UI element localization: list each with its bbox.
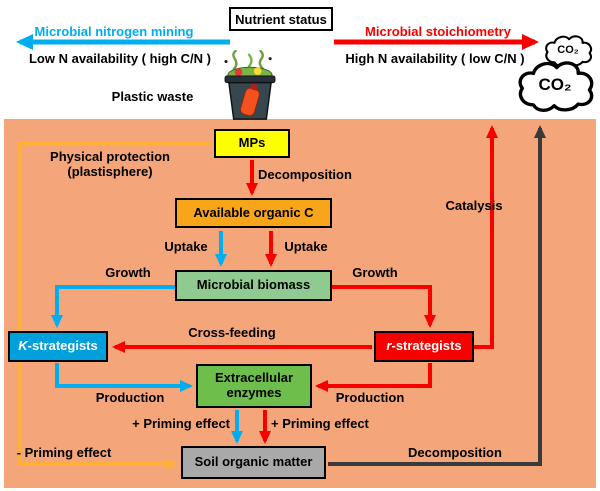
right-pathway-heading: Microbial stoichiometry xyxy=(365,24,511,39)
node-biomass-label: Microbial biomass xyxy=(196,277,311,293)
node-k-strategists-label: K-strategists xyxy=(18,338,98,354)
node-mps: MPs xyxy=(214,129,290,158)
label-decomposition-top: Decomposition xyxy=(258,167,352,182)
label-priming-minus: - Priming effect xyxy=(16,445,112,460)
nutrient-status-title: Nutrient status xyxy=(229,7,333,31)
label-uptake-right: Uptake xyxy=(284,239,328,254)
node-mps-label: MPs xyxy=(238,135,266,151)
nutrient-status-text: Nutrient status xyxy=(235,11,327,27)
node-som-label: Soil organic matter xyxy=(194,454,313,470)
node-available-organic-c: Available organic C xyxy=(175,198,332,228)
label-cross-feeding: Cross-feeding xyxy=(188,325,276,340)
label-physical-protection: Physical protection (plastisphere) xyxy=(50,149,170,179)
label-production-left: Production xyxy=(95,390,165,405)
node-r-strategists-label: r-strategists xyxy=(386,338,462,354)
co2-label-large: CO₂ xyxy=(538,75,572,94)
node-k-strategists: K-strategists xyxy=(8,331,108,362)
node-extracellular-enzymes: Extracellular enzymes xyxy=(196,364,312,408)
plastic-waste-label: Plastic waste xyxy=(111,89,194,104)
label-growth-right: Growth xyxy=(352,265,398,280)
plastic-waste-illustration xyxy=(224,50,276,120)
node-microbial-biomass: Microbial biomass xyxy=(175,270,332,301)
co2-cloud-small: CO₂ xyxy=(541,32,595,68)
node-soil-organic-matter: Soil organic matter xyxy=(181,446,326,479)
co2-cloud-large: CO₂ xyxy=(512,56,598,114)
label-uptake-left: Uptake xyxy=(164,239,208,254)
label-priming-plus-left: + Priming effect xyxy=(132,416,230,431)
co2-label-small: CO₂ xyxy=(557,44,579,56)
label-decomposition-bottom: Decomposition xyxy=(408,445,502,460)
label-growth-left: Growth xyxy=(105,265,151,280)
cloud-shape-icon xyxy=(518,61,594,112)
node-enzymes-label: Extracellular enzymes xyxy=(214,370,294,400)
node-r-strategists: r-strategists xyxy=(374,331,474,362)
right-pathway-subtitle: High N availability ( low C/N ) xyxy=(345,51,525,66)
label-priming-plus-right: + Priming effect xyxy=(271,416,369,431)
left-pathway-heading: Microbial nitrogen mining xyxy=(34,24,194,39)
label-catalysis: Catalysis xyxy=(445,198,503,213)
label-production-right: Production xyxy=(335,390,405,405)
left-pathway-subtitle: Low N availability ( high C/N ) xyxy=(28,51,211,66)
node-organic-c-label: Available organic C xyxy=(193,204,314,220)
